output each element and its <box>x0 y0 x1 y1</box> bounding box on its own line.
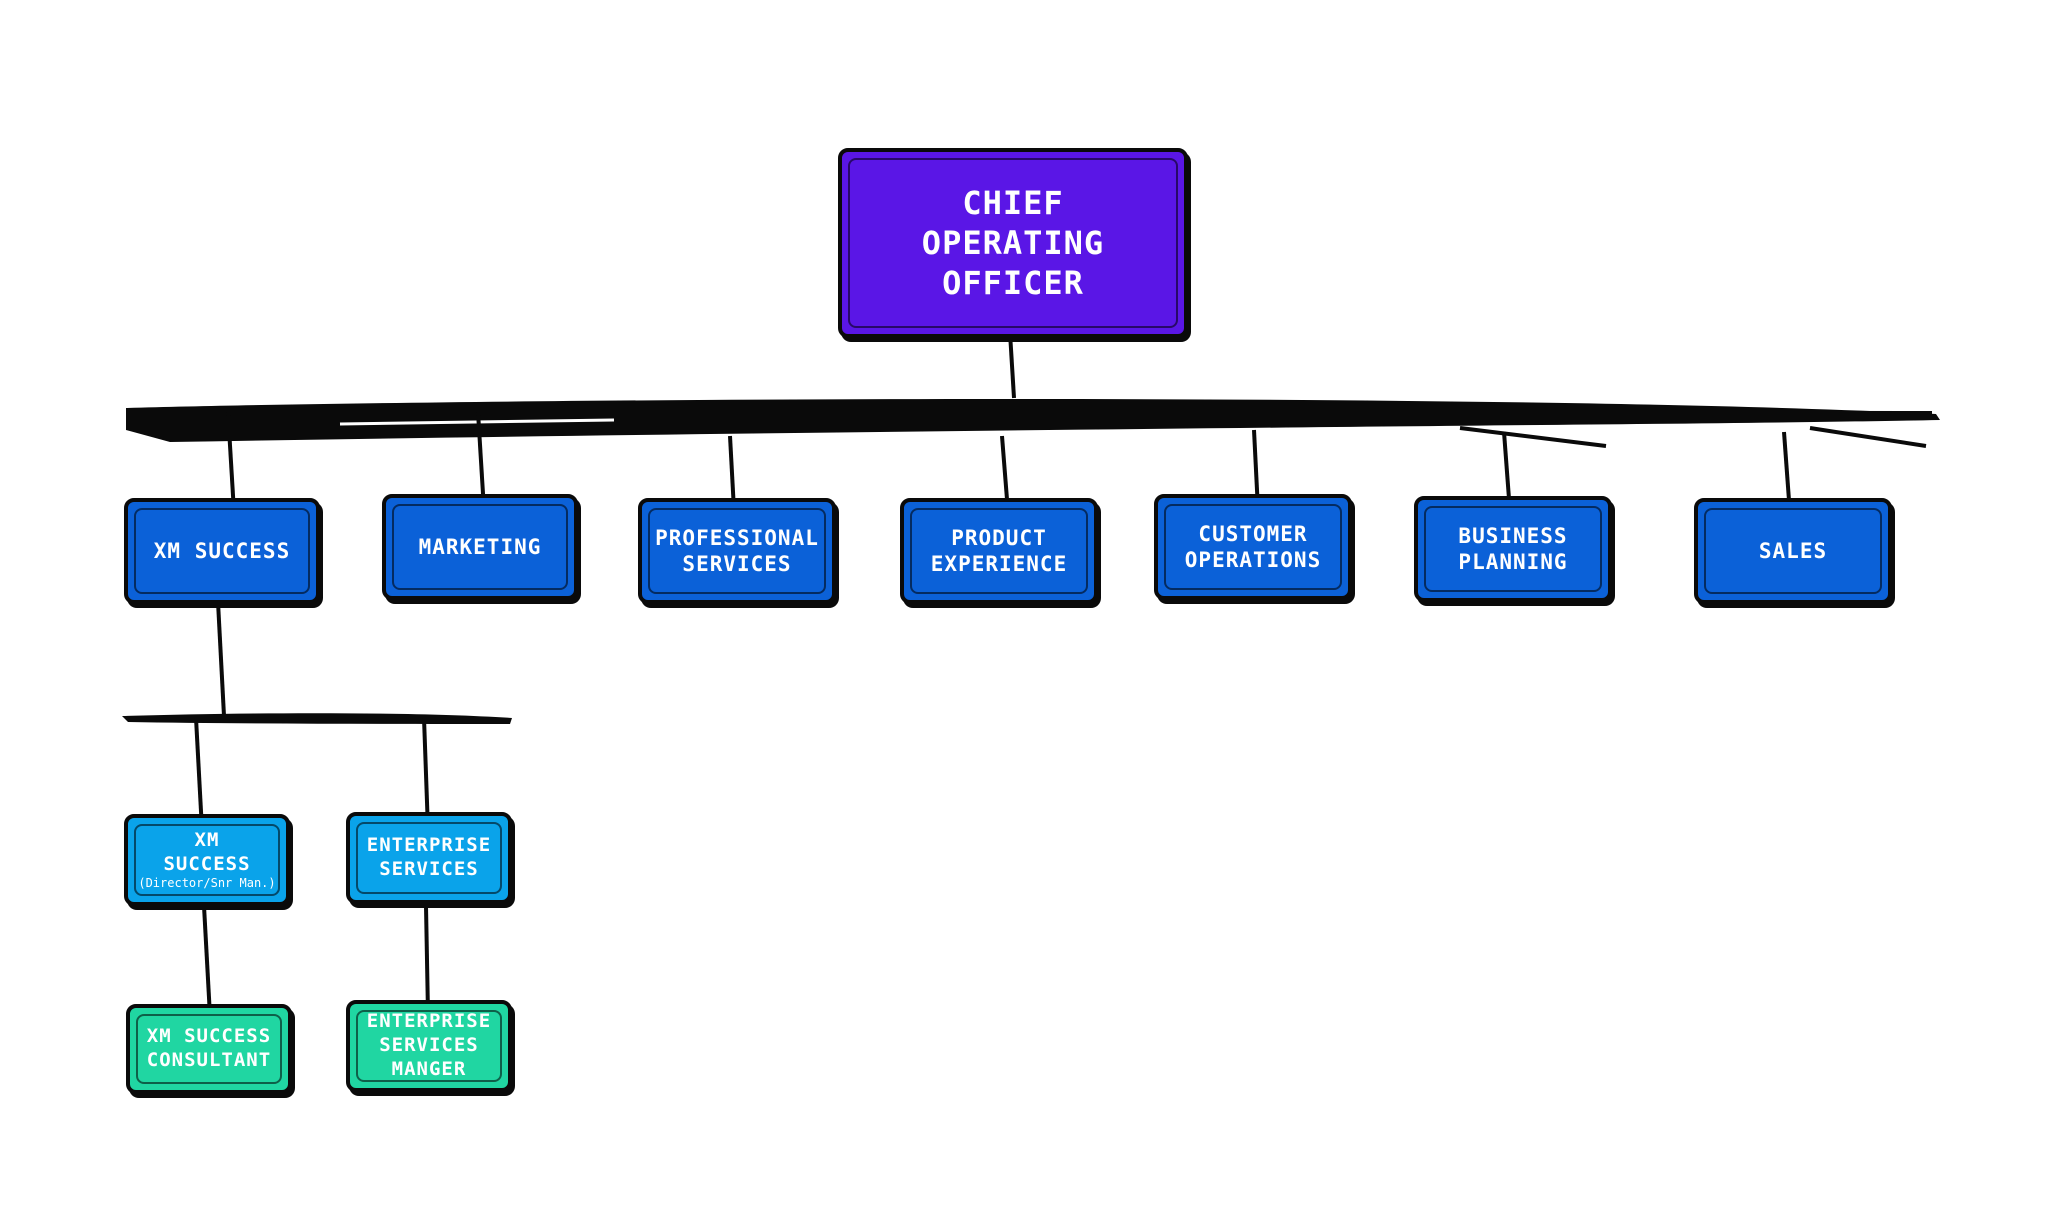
node-label: ENTERPRISE SERVICES MANGER <box>366 1010 492 1080</box>
node-label: XM SUCCESS CONSULTANT <box>146 1025 272 1071</box>
node-label: MARKETING <box>418 534 542 559</box>
node-label: PROFESSIONAL SERVICES <box>655 525 819 576</box>
node-label: CHIEF OPERATING OFFICER <box>921 184 1105 302</box>
main-bar-tail-right <box>1459 426 1607 448</box>
node-xm-success[interactable]: XM SUCCESS <box>124 498 320 604</box>
node-professional-services[interactable]: PROFESSIONAL SERVICES <box>638 498 836 604</box>
node-label: XM SUCCESS <box>163 828 251 875</box>
node-label: PRODUCT EXPERIENCE <box>930 525 1068 576</box>
line-dept-2 <box>476 411 486 511</box>
main-bar-stroke <box>129 409 1933 417</box>
sub-bar <box>122 713 512 724</box>
node-sales[interactable]: SALES <box>1694 498 1892 604</box>
line-leaf-1 <box>202 905 212 1017</box>
node-label: BUSINESS PLANNING <box>1458 523 1568 574</box>
node-marketing[interactable]: MARKETING <box>382 494 578 600</box>
node-enterprise-services-manger[interactable]: ENTERPRISE SERVICES MANGER <box>346 1000 512 1092</box>
node-label: SALES <box>1758 538 1828 563</box>
node-enterprise-services[interactable]: ENTERPRISE SERVICES <box>346 812 512 904</box>
node-label: ENTERPRISE SERVICES <box>366 834 492 880</box>
node-label: CUSTOMER OPERATIONS <box>1184 521 1322 572</box>
main-bar-tail-right2 <box>1809 426 1927 448</box>
line-dept-1 <box>226 411 236 513</box>
node-chief-operating-officer[interactable]: CHIEF OPERATING OFFICER <box>838 148 1188 338</box>
line-dept-3 <box>728 435 736 511</box>
node-product-experience[interactable]: PRODUCT EXPERIENCE <box>900 498 1098 604</box>
node-business-planning[interactable]: BUSINESS PLANNING <box>1414 496 1612 602</box>
node-label: XM SUCCESS <box>153 538 291 563</box>
line-leaf-2 <box>424 905 430 1015</box>
node-customer-operations[interactable]: CUSTOMER OPERATIONS <box>1154 494 1352 600</box>
node-xm-success-consultant[interactable]: XM SUCCESS CONSULTANT <box>126 1004 292 1094</box>
main-bar <box>126 399 1940 442</box>
node-note: (Director/Snr Man.) <box>138 876 276 891</box>
node-xm-success-director[interactable]: XM SUCCESS (Director/Snr Man.) <box>124 814 290 906</box>
line-xm-down <box>216 601 226 717</box>
line-sub-2 <box>422 717 430 831</box>
line-sub-1 <box>194 717 204 831</box>
